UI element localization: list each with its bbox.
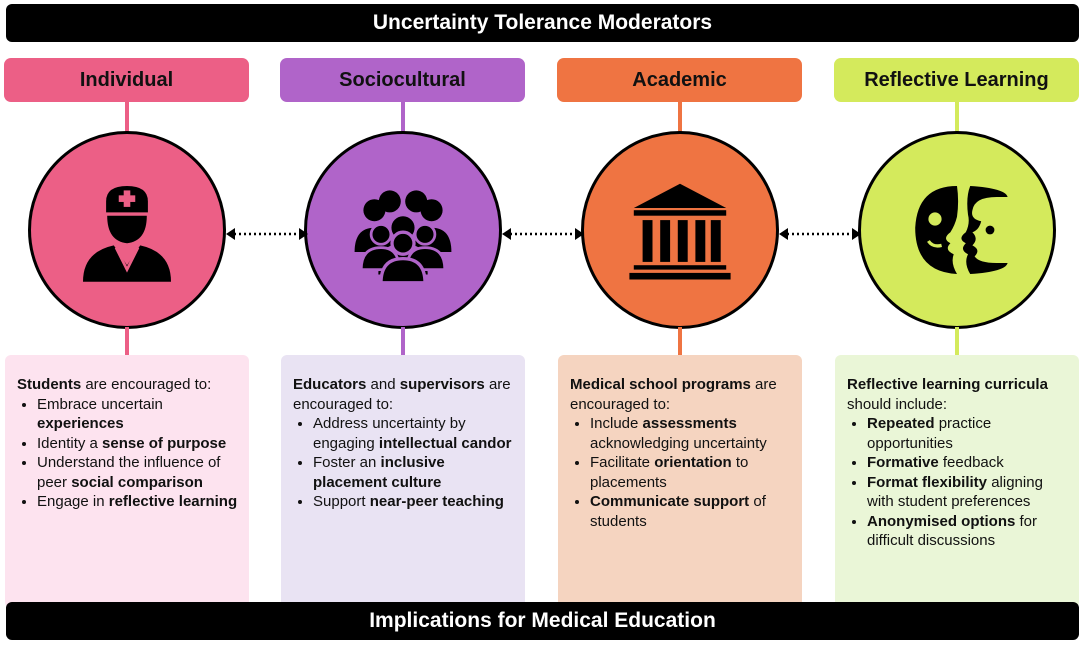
connector-line xyxy=(678,327,682,355)
list-item: Engage in reflective learning xyxy=(37,492,239,512)
list-item: Foster an inclusive placement culture xyxy=(313,453,515,492)
emphasis-text: Communicate support xyxy=(590,493,750,510)
box-individual: Students are encouraged to: Embrace unce… xyxy=(5,355,249,608)
doctor-icon xyxy=(83,186,171,282)
list-item: Anonymised options for difficult discuss… xyxy=(867,512,1069,551)
circle-sociocultural xyxy=(304,131,502,329)
emphasis-text: Repeated xyxy=(867,415,935,432)
column-academic: Academic Medical school programs are enc… xyxy=(557,0,802,645)
emphasis-text: sense of purpose xyxy=(102,434,227,452)
diagram-title: Uncertainty Tolerance Moderators xyxy=(372,11,713,34)
list-item: Include assessments acknowledging uncert… xyxy=(590,414,792,453)
header-label: Academic xyxy=(632,68,727,91)
list-item: Facilitate orientation to placements xyxy=(590,453,792,492)
list-item: Communicate support of students xyxy=(590,492,792,531)
circle-academic xyxy=(581,131,779,329)
circle-individual xyxy=(28,131,226,329)
emphasis-text: inclusive placement culture xyxy=(313,454,445,491)
double-arrow-icon xyxy=(502,228,584,240)
list-item: Understand the influence of peer social … xyxy=(37,453,239,492)
emphasis-text: orientation xyxy=(654,454,732,471)
header-reflective-learning: Reflective Learning xyxy=(834,58,1079,102)
list-item: Formative feedback xyxy=(867,453,1069,473)
double-arrow-icon xyxy=(226,228,308,240)
header-label: Sociocultural xyxy=(339,68,466,91)
list-item: Identity a sense of purpose xyxy=(37,434,239,454)
connector-line xyxy=(125,102,129,132)
header-individual: Individual xyxy=(4,58,249,102)
emphasis-text: Formative xyxy=(867,454,939,471)
emphasis-text: Anonymised options xyxy=(867,512,1016,530)
connector-line xyxy=(955,102,959,132)
box-sociocultural: Educators and supervisors are encouraged… xyxy=(281,355,525,608)
connector-line xyxy=(401,102,405,132)
bottom-banner: Implications for Medical Education xyxy=(6,602,1079,640)
emphasis-text: Students xyxy=(17,376,82,393)
connector-line xyxy=(955,327,959,355)
box-list: Include assessments acknowledging uncert… xyxy=(570,414,792,531)
connector-line xyxy=(125,327,129,355)
list-item: Format flexibility aligning with student… xyxy=(867,473,1069,512)
reflection-faces-icon xyxy=(915,186,1008,274)
connector-line xyxy=(678,102,682,132)
box-intro: Medical school programs are encouraged t… xyxy=(570,376,777,413)
box-intro: Reflective learning curricula should inc… xyxy=(847,376,1048,413)
emphasis-text: near-peer teaching xyxy=(369,493,504,510)
connector-line xyxy=(401,327,405,355)
emphasis-text: reflective learning xyxy=(108,493,238,510)
group-icon xyxy=(354,190,452,285)
diagram-footer: Implications for Medical Education xyxy=(369,609,716,632)
emphasis-text: Reflective learning curricula xyxy=(847,376,1048,393)
top-banner: Uncertainty Tolerance Moderators xyxy=(6,4,1079,42)
header-academic: Academic xyxy=(557,58,802,102)
box-reflective-learning: Reflective learning curricula should inc… xyxy=(835,355,1079,608)
box-list: Address uncertainty by engaging intellec… xyxy=(293,414,515,512)
box-list: Repeated practice opportunitiesFormative… xyxy=(847,414,1069,551)
emphasis-text: intellectual candor xyxy=(378,434,512,452)
emphasis-text: Format flexibility xyxy=(867,473,988,491)
list-item: Support near-peer teaching xyxy=(313,492,515,512)
circle-reflective-learning xyxy=(858,131,1056,329)
header-label: Individual xyxy=(79,68,174,91)
column-individual: Individual Students are encouraged to: E… xyxy=(4,0,249,645)
list-item: Embrace uncertain experiences xyxy=(37,395,239,434)
emphasis-text: experiences xyxy=(37,415,124,432)
institution-icon xyxy=(629,183,731,280)
emphasis-text: Medical school programs xyxy=(570,376,751,393)
box-intro: Educators and supervisors are encouraged… xyxy=(293,376,511,413)
box-intro: Students are encouraged to: xyxy=(17,376,212,393)
box-academic: Medical school programs are encouraged t… xyxy=(558,355,802,608)
column-reflective-learning: Reflective Learning Reflective learning … xyxy=(834,0,1079,645)
box-list: Embrace uncertain experiencesIdentity a … xyxy=(17,395,239,512)
double-arrow-icon xyxy=(779,228,861,240)
list-item: Repeated practice opportunities xyxy=(867,414,1069,453)
column-sociocultural: Sociocultural Educators and supervisors … xyxy=(280,0,525,645)
header-label: Reflective Learning xyxy=(864,68,1049,91)
list-item: Address uncertainty by engaging intellec… xyxy=(313,414,515,453)
emphasis-text: assessments xyxy=(642,415,737,432)
header-sociocultural: Sociocultural xyxy=(280,58,525,102)
emphasis-text: supervisors xyxy=(399,376,485,393)
emphasis-text: Educators xyxy=(293,376,367,393)
emphasis-text: social comparison xyxy=(71,473,203,491)
